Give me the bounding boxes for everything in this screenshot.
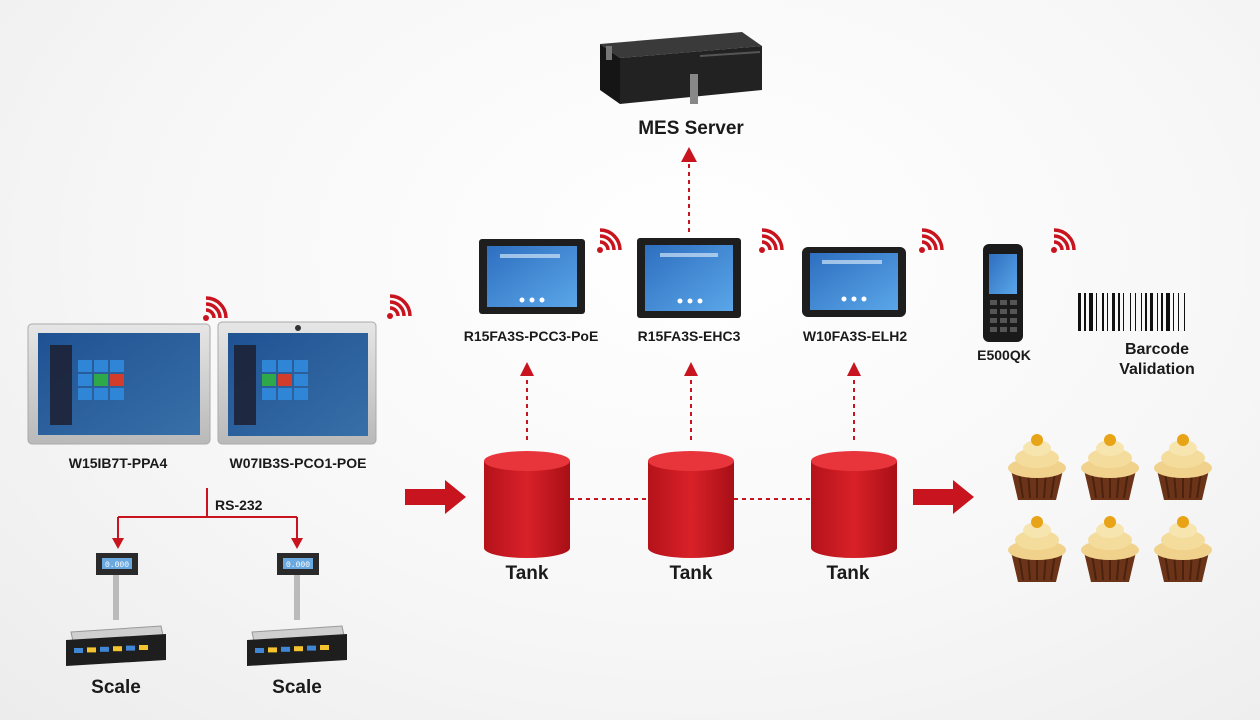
scale-display: 0.000 bbox=[286, 561, 310, 570]
server-icon bbox=[600, 32, 762, 104]
barcode-label: Barcode Validation bbox=[1119, 340, 1195, 380]
wifi-icon bbox=[759, 228, 784, 253]
tank-label: Tank bbox=[669, 563, 713, 584]
tank-icon bbox=[484, 451, 570, 558]
cupcake-icon bbox=[1154, 434, 1212, 500]
touch-panel-icon bbox=[27, 323, 211, 445]
cupcake-icon bbox=[1154, 516, 1212, 582]
tank-icon bbox=[648, 451, 734, 558]
barcode-label-line2: Validation bbox=[1119, 361, 1195, 378]
touch-panel-icon bbox=[802, 247, 906, 317]
handheld-model-label: E500QK bbox=[977, 347, 1031, 363]
arrow-icon bbox=[847, 362, 861, 440]
touch-panel-icon bbox=[637, 238, 741, 318]
cupcake-icon bbox=[1081, 516, 1139, 582]
arrow-icon bbox=[520, 362, 534, 440]
wifi-icon bbox=[203, 296, 228, 321]
touch-panel-icon bbox=[479, 239, 585, 314]
wifi-icon bbox=[919, 228, 944, 253]
panel-model-label: R15FA3S-PCC3-PoE bbox=[463, 328, 599, 344]
scale-display: 0.000 bbox=[105, 561, 129, 570]
left-panel-model-label: W07IB3S-PCO1-POE bbox=[229, 455, 367, 471]
arrow-icon bbox=[291, 538, 303, 549]
wifi-icon bbox=[387, 294, 412, 319]
tank-icon bbox=[811, 451, 897, 558]
left-panel-model-label: W15IB7T-PPA4 bbox=[68, 455, 168, 471]
touch-panel-icon bbox=[217, 321, 377, 445]
cupcake-icon bbox=[1008, 516, 1066, 582]
scale-label: Scale bbox=[91, 677, 141, 698]
arrow-icon bbox=[913, 480, 974, 514]
handheld-icon bbox=[983, 244, 1023, 342]
scale-icon: 0.000 bbox=[66, 553, 166, 666]
wifi-icon bbox=[1051, 228, 1076, 253]
arrow-icon bbox=[681, 147, 697, 162]
barcode-icon bbox=[1078, 293, 1185, 331]
barcode-label-line1: Barcode bbox=[1124, 341, 1190, 358]
arrow-icon bbox=[112, 538, 124, 549]
wifi-icon bbox=[597, 228, 622, 253]
scale-icon: 0.000 bbox=[247, 553, 347, 666]
arrow-icon bbox=[405, 480, 466, 514]
cupcake-icon bbox=[1008, 434, 1066, 500]
tank-label: Tank bbox=[505, 563, 549, 584]
tank-label: Tank bbox=[826, 563, 870, 584]
rs232-connection bbox=[117, 488, 298, 540]
panel-model-label: R15FA3S-EHC3 bbox=[637, 328, 741, 344]
arrow-icon bbox=[684, 362, 698, 440]
server-label: MES Server bbox=[638, 118, 744, 139]
panel-model-label: W10FA3S-ELH2 bbox=[802, 328, 908, 344]
rs232-label: RS-232 bbox=[215, 497, 263, 513]
cupcake-icon bbox=[1081, 434, 1139, 500]
scale-label: Scale bbox=[272, 677, 322, 698]
